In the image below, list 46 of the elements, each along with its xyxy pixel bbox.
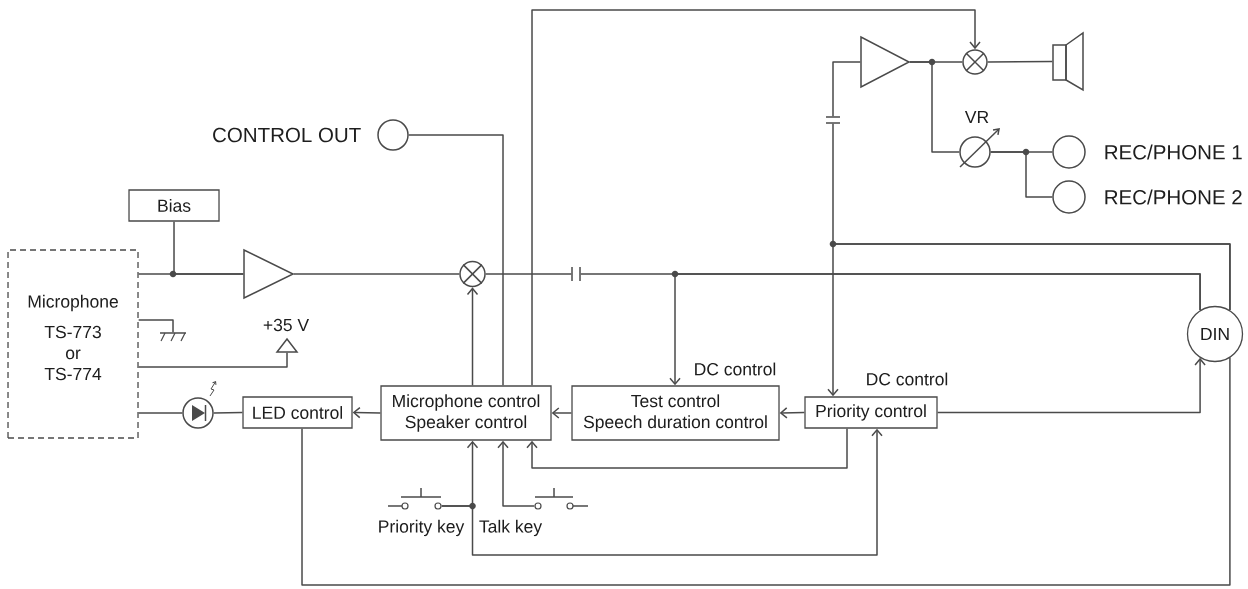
edge-label: DC control [864,371,950,387]
arrow [497,440,535,507]
block-box: Microphone control Speaker control [380,385,552,441]
arrow [936,357,1206,414]
connection-line [137,352,288,368]
connection-line [987,60,1053,63]
connection-line [137,412,183,414]
arrow [531,9,981,387]
key-label: Priority key [379,519,465,537]
arrow [441,428,883,556]
speaker-symbol [1052,31,1084,92]
jack-label: REC/PHONE 2 [1105,189,1242,205]
connection-line [293,273,460,275]
capacitor-symbol [825,116,841,124]
connection-line [173,220,244,275]
arrow [779,407,806,419]
arrow [669,273,1201,386]
arrow [352,406,382,419]
voltage-label: +35 V [263,318,309,332]
connection-line [137,319,174,333]
led-symbol [182,381,217,429]
edge-label: DC control [692,361,778,377]
connection-line [408,134,504,387]
arrow [526,427,848,469]
key-label: Talk key [479,519,543,537]
block-box: Test control Speech duration control [571,385,780,441]
connection-line [909,61,960,153]
arrow [551,407,573,419]
connection-line [485,273,572,275]
connection-line [213,411,244,414]
block-box: LED control [242,396,353,429]
component-label: VR [964,110,989,123]
connection-line [832,61,861,117]
arrow [466,287,479,387]
block-box: Bias [128,189,220,222]
capacitor-symbol [571,266,581,282]
microphone-box: Microphone TS-773 or TS-774 [7,249,139,439]
jack-label: CONTROL OUT [213,127,361,143]
jack-label: REC/PHONE 1 [1105,144,1242,160]
mixer-symbol [459,260,486,288]
block-box: Priority control [804,396,938,429]
connection-line [990,151,1053,198]
connection-line [301,357,1231,586]
arrow [827,243,1231,397]
ground-symbol [159,332,187,342]
mixer-symbol [962,49,988,75]
